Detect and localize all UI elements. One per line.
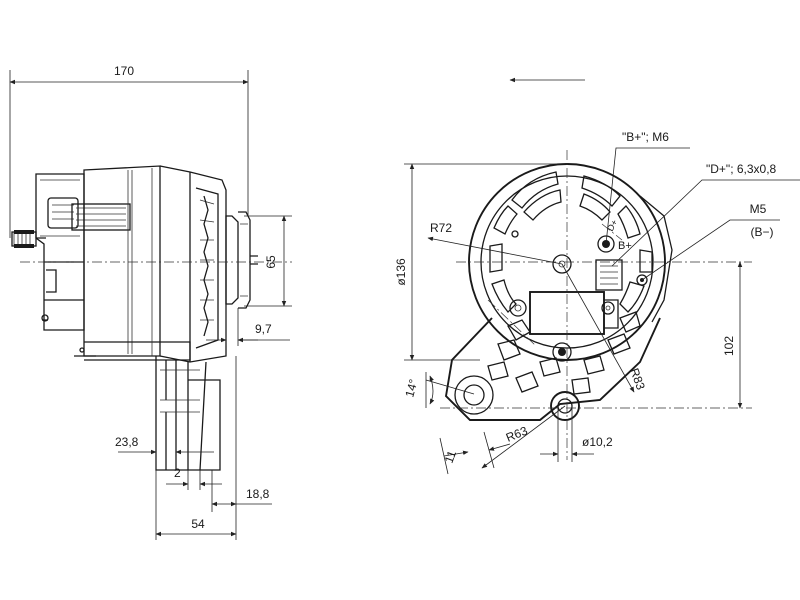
dim-d136-label: ø136: [394, 258, 408, 286]
callout-b-minus-label: (B−): [750, 225, 773, 239]
dim-170-label: 170: [114, 64, 134, 78]
dim-11-label: 11: [442, 448, 460, 465]
dim-11: 11: [439, 431, 511, 475]
dim-102-label: 102: [722, 336, 736, 356]
dim-102: 102: [722, 261, 743, 409]
dim-170: 170: [9, 64, 249, 238]
mounting-ears: [454, 375, 580, 421]
front-view-centerlines: [440, 150, 752, 460]
dim-9-7: 9,7: [206, 304, 290, 346]
side-view: 170 65 9,7 23,8 2: [9, 64, 292, 540]
mounting-foot: [155, 356, 221, 471]
dim-d136: ø136: [394, 163, 567, 361]
dim-18-8-label: 18,8: [246, 487, 270, 501]
callout-b-plus-m6-label: "B+"; M6: [622, 130, 669, 144]
dim-r72-label: R72: [430, 221, 452, 235]
dim-23-8-label: 23,8: [115, 435, 139, 449]
front-bracket: [159, 165, 227, 363]
front-view: D+ B+: [394, 77, 800, 475]
regulator-box: D+: [529, 218, 623, 335]
dim-14-deg: 14°: [402, 372, 475, 408]
callout-b-plus-m6: "B+"; M6: [605, 130, 690, 245]
dim-2-label: 2: [174, 466, 181, 480]
cooling-slots: [487, 171, 653, 395]
stator-housing: [74, 165, 191, 361]
dim-54-label: 54: [191, 517, 205, 531]
dim-r83-label: R83: [627, 366, 648, 392]
callout-d-plus: "D+"; 6,3x0,8: [611, 162, 800, 267]
dim-14-deg-label: 14°: [402, 377, 420, 398]
rotor-hub: [552, 254, 572, 274]
b-plus-mark: B+: [618, 240, 632, 252]
dim-23-8: 23,8: [115, 435, 214, 540]
dim-65-label: 65: [264, 255, 278, 269]
rear-cover: [35, 173, 131, 331]
dim-2: 2: [166, 466, 222, 490]
dim-r63-label: R63: [504, 423, 530, 444]
dim-65: 65: [244, 215, 292, 307]
callout-m5-b-minus: M5 (B−): [641, 202, 780, 281]
callout-d-plus-label: "D+"; 6,3x0,8: [706, 162, 777, 176]
terminal-stud: [11, 230, 49, 322]
callout-m5-label: M5: [750, 202, 767, 216]
pulley: [225, 211, 258, 309]
dim-18-8: 18,8: [211, 356, 272, 512]
dim-r72: R72: [427, 221, 563, 265]
dim-d10-2: ø10,2: [540, 406, 613, 462]
b-plus-terminal: B+: [597, 235, 632, 253]
fixing-bolts: [509, 230, 615, 362]
dim-d10-2-label: ø10,2: [582, 435, 613, 449]
dim-r63: R63: [481, 405, 566, 469]
dim-9-7-label: 9,7: [255, 322, 272, 336]
dim-54: 54: [155, 512, 237, 540]
